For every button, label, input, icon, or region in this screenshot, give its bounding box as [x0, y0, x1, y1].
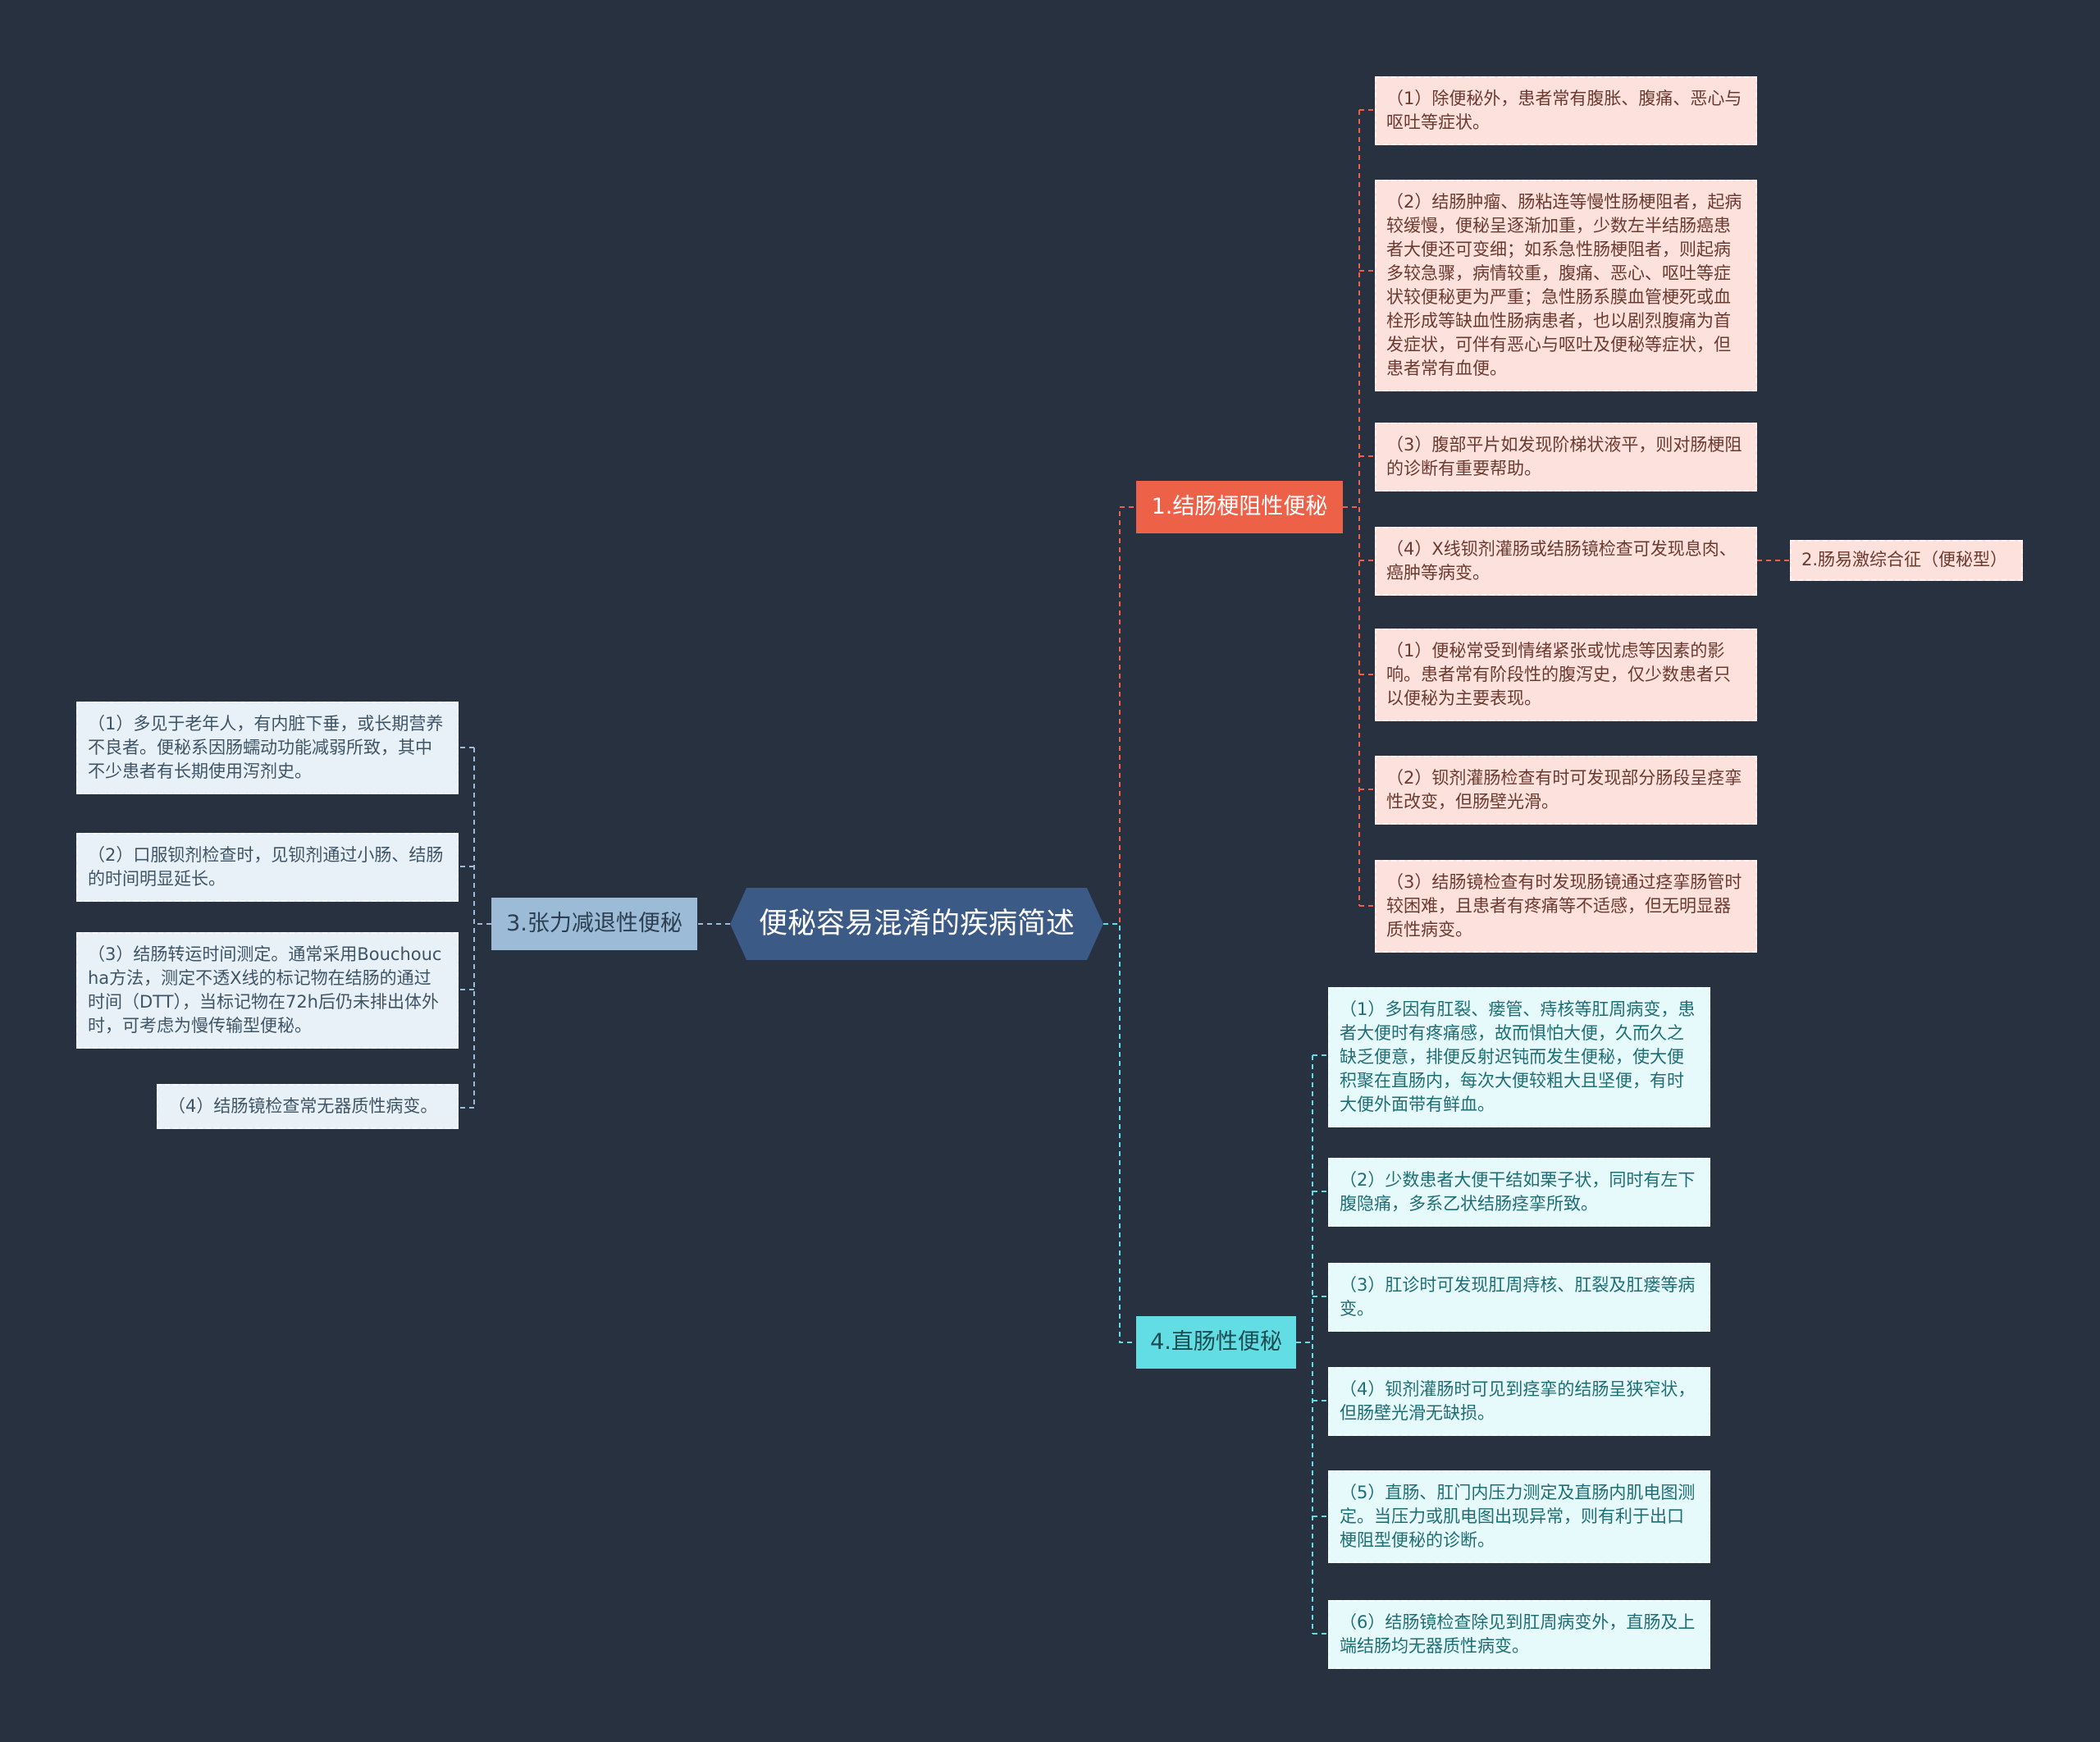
leaf-b1-2[interactable]: （2）结肠肿瘤、肠粘连等慢性肠梗阻者，起病较缓慢，便秘呈逐渐加重，少数左半结肠癌…: [1375, 180, 1757, 391]
link-b3-trunk: [473, 748, 491, 1108]
leaf-b3-2[interactable]: （2）口服钡剂检查时，见钡剂通过小肠、结肠的时间明显延长。: [76, 833, 459, 902]
leaf-b4-2[interactable]: （2）少数患者大便干结如栗子状，同时有左下腹隐痛，多系乙状结肠痉挛所致。: [1328, 1158, 1710, 1227]
link-central-b4: [1103, 923, 1136, 1343]
link-b1-leaves: [1359, 109, 1375, 907]
link-central-b1: [1103, 506, 1136, 925]
leaf-b1-7[interactable]: （3）结肠镜检查有时发现肠镜通过痉挛肠管时较困难，且患者有疼痛等不适感，但无明显…: [1375, 860, 1757, 953]
link-b4-trunk: [1296, 1055, 1313, 1634]
leaf-b4-1[interactable]: （1）多因有肛裂、瘘管、痔核等肛周病变，患者大便时有疼痛感，故而惧怕大便，久而久…: [1328, 987, 1710, 1127]
leaf-b1-4[interactable]: （4）X线钡剂灌肠或结肠镜检查可发现息肉、癌肿等病变。: [1375, 527, 1757, 596]
leaf-b1-5[interactable]: （1）便秘常受到情绪紧张或忧虑等因素的影响。患者常有阶段性的腹泻史，仅少数患者只…: [1375, 629, 1757, 721]
branch-ibs-constipation[interactable]: 2.肠易激综合征（便秘型）: [1790, 540, 2023, 581]
leaf-b1-6[interactable]: （2）钡剂灌肠检查有时可发现部分肠段呈痉挛性改变，但肠壁光滑。: [1375, 756, 1757, 825]
branch-rectal-constipation[interactable]: 4.直肠性便秘: [1136, 1316, 1296, 1369]
central-topic[interactable]: 便秘容易混淆的疾病简述: [730, 888, 1103, 960]
leaf-b4-6[interactable]: （6）结肠镜检查除见到肛周病变外，直肠及上端结肠均无器质性病变。: [1328, 1600, 1710, 1669]
branch-atonic-constipation[interactable]: 3.张力减退性便秘: [491, 898, 697, 950]
leaf-b4-5[interactable]: （5）直肠、肛门内压力测定及直肠内肌电图测定。当压力或肌电图出现异常，则有利于出…: [1328, 1470, 1710, 1563]
leaf-b1-1[interactable]: （1）除便秘外，患者常有腹胀、腹痛、恶心与呕吐等症状。: [1375, 76, 1757, 145]
leaf-b1-3[interactable]: （3）腹部平片如发现阶梯状液平，则对肠梗阻的诊断有重要帮助。: [1375, 423, 1757, 492]
leaf-b3-1[interactable]: （1）多见于老年人，有内脏下垂，或长期营养不良者。便秘系因肠蠕动功能减弱所致，其…: [76, 702, 459, 794]
leaf-b3-4[interactable]: （4）结肠镜检查常无器质性病变。: [157, 1084, 459, 1129]
link-b3-leaves: [459, 747, 474, 1109]
leaf-b3-3[interactable]: （3）结肠转运时间测定。通常采用Bouchoucha方法，测定不透X线的标记物在…: [76, 932, 459, 1049]
link-b1-trunk: [1343, 110, 1360, 906]
branch-colon-obstruction[interactable]: 1.结肠梗阻性便秘: [1136, 481, 1343, 533]
link-b4-leaves: [1312, 1054, 1328, 1635]
leaf-b4-3[interactable]: （3）肛诊时可发现肛周痔核、肛裂及肛瘘等病变。: [1328, 1263, 1710, 1332]
leaf-b4-4[interactable]: （4）钡剂灌肠时可见到痉挛的结肠呈狭窄状，但肠壁光滑无缺损。: [1328, 1367, 1710, 1436]
